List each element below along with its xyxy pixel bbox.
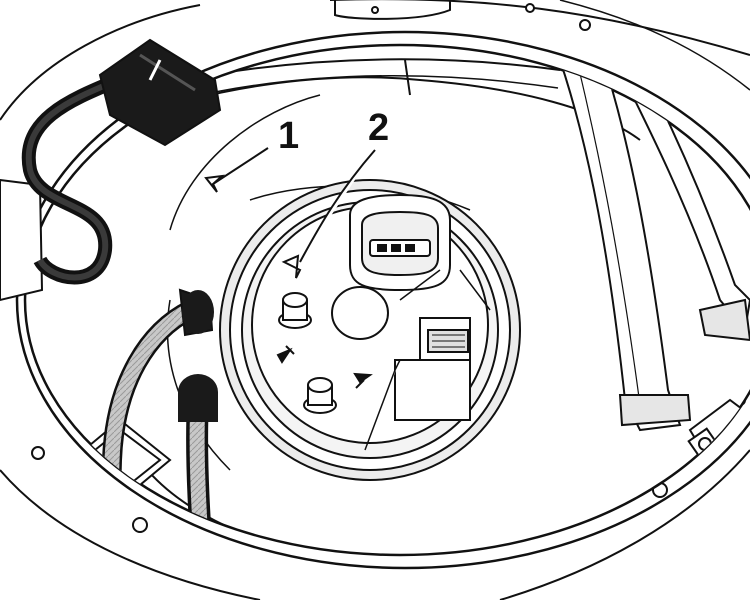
wiring-harness xyxy=(0,38,222,302)
electrical-connector xyxy=(349,193,451,292)
pump-dome xyxy=(331,286,389,340)
return-nozzle xyxy=(303,377,337,414)
flow-arrow-up xyxy=(353,372,373,389)
fuel-hoses xyxy=(101,288,218,555)
flow-arrow-down xyxy=(276,345,295,364)
harness-plug xyxy=(98,38,222,147)
supply-nozzle xyxy=(278,292,312,329)
mounting-bracket xyxy=(364,269,491,451)
callout-label-2: 2 xyxy=(368,107,389,149)
callout-arrow-1 xyxy=(204,147,269,193)
callout-arrow-2 xyxy=(281,149,376,279)
callout-label-1: 1 xyxy=(278,115,299,157)
fuel-pump-module xyxy=(219,179,521,481)
